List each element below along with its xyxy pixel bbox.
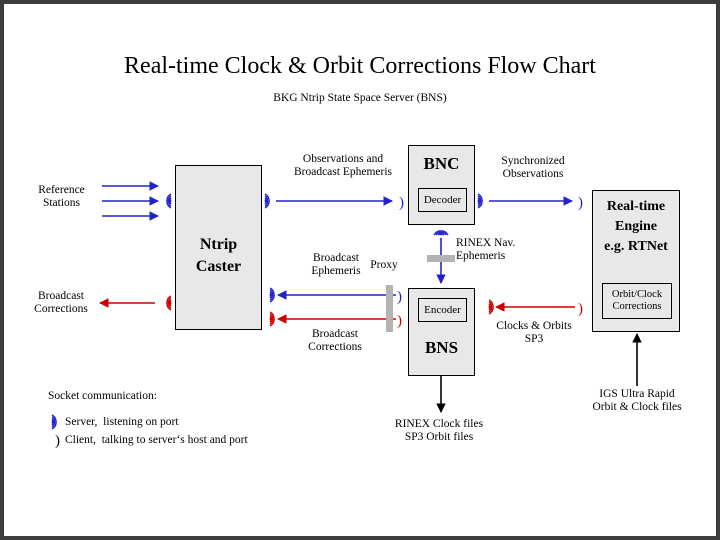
label-broadcast-corrections-mid: Broadcast Corrections (308, 328, 362, 353)
rt-engine-line1: Real-time (606, 199, 666, 214)
box-ntrip-caster[interactable]: Ntrip Caster (175, 165, 262, 330)
socket-server-icon-caster-east-eph (269, 287, 275, 303)
orbit-clock-line1: Orbit/Clock (611, 289, 663, 300)
socket-server-icon-caster-out (166, 295, 172, 311)
ntrip-caster-line1: Ntrip (199, 236, 238, 253)
box-realtime-engine[interactable]: Real-time Engine e.g. RTNet Orbit/Clock … (592, 190, 680, 332)
socket-server-icon-caster-in (166, 193, 172, 209)
bnc-title: BNC (423, 154, 460, 173)
rt-engine-line3: e.g. RTNet (604, 239, 668, 254)
label-clocks-orbits-sp3: Clocks & Orbits SP3 (496, 320, 572, 345)
socket-client-icon-bns-eph-out: ) (397, 289, 402, 305)
legend-server-icon (51, 414, 57, 430)
bns-title: BNS (424, 338, 459, 357)
label-observations-broadcast-ephemeris: Observations and Broadcast Ephemeris (293, 153, 393, 178)
label-rinex-nav-ephemeris: RINEX Nav. Ephemeris (456, 237, 516, 262)
socket-server-icon-caster-east-corr (269, 311, 275, 327)
rt-engine-line2: Engine (614, 219, 657, 234)
page-title: Real-time Clock & Orbit Corrections Flow… (124, 53, 596, 79)
orbit-clock-line2: Corrections (612, 301, 662, 312)
label-rinex-clock-sp3-files: RINEX Clock files SP3 Orbit files (394, 418, 484, 443)
legend-client-icon: ) (55, 433, 60, 449)
label-reference-stations: Reference Stations (38, 184, 85, 209)
socket-server-icon-bnc-out (477, 193, 483, 209)
orbit-clock-corrections-block[interactable]: Orbit/Clock Corrections (602, 283, 672, 319)
proxy-bar (386, 285, 393, 332)
label-broadcast-ephemeris: Broadcast Ephemeris (311, 252, 361, 277)
legend-server-text: Server, listening on port (65, 416, 179, 428)
socket-client-icon-bns-corr-out: ) (397, 313, 402, 329)
socket-server-icon-caster-east-top (264, 193, 270, 209)
box-bnc[interactable]: BNC Decoder (408, 145, 475, 225)
bnc-decoder-block[interactable]: Decoder (418, 188, 467, 212)
legend-heading: Socket communication: (48, 390, 157, 402)
socket-client-icon-rtengine-out: ) (578, 301, 583, 317)
label-proxy: Proxy (370, 259, 398, 271)
box-bns[interactable]: Encoder BNS (408, 288, 475, 376)
label-broadcast-corrections-left: Broadcast Corrections (34, 290, 88, 315)
page-subtitle: BKG Ntrip State Space Server (BNS) (273, 92, 447, 104)
socket-server-icon-bns-sp3-in (488, 299, 494, 315)
label-synchronized-observations: Synchronized Observations (501, 155, 565, 180)
socket-server-icon-rinex-nav (433, 230, 449, 236)
rinex-nav-gray-bar (427, 255, 455, 262)
label-igs-ultra-rapid: IGS Ultra Rapid Orbit & Clock files (592, 388, 682, 413)
socket-client-icon-rtengine-in: ) (578, 195, 583, 211)
legend-client-text: Client, talking to server‘s host and por… (65, 434, 248, 446)
bns-encoder-block[interactable]: Encoder (418, 298, 467, 322)
socket-client-icon-bnc-in: ) (399, 195, 404, 211)
ntrip-caster-line2: Caster (195, 258, 242, 275)
